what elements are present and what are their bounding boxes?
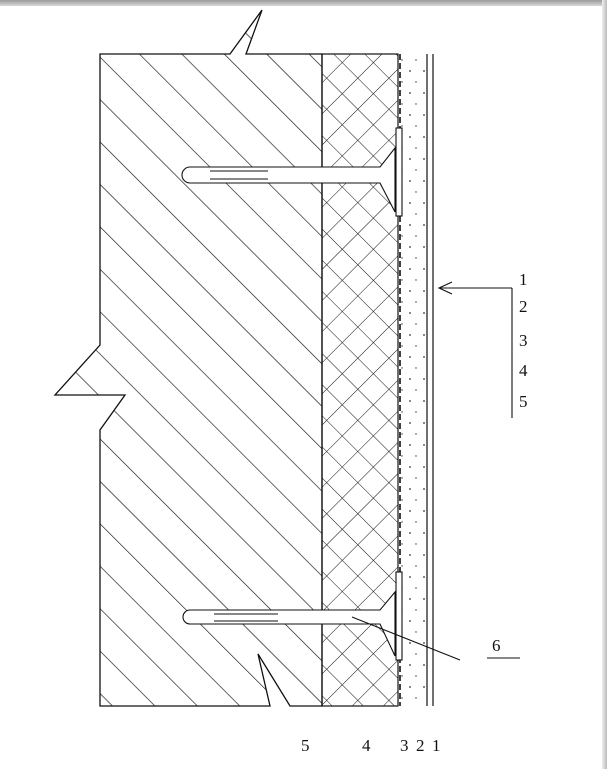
bottom-label-3: 3 (400, 736, 409, 755)
bottom-label-5: 5 (301, 736, 310, 755)
callout-label-5: 5 (519, 392, 528, 411)
anchor-label-6: 6 (492, 636, 501, 655)
anchor-top (181, 127, 403, 217)
window-top-bar (0, 0, 607, 6)
callout-label-2: 2 (519, 297, 528, 316)
callout-label-4: 4 (519, 361, 528, 380)
bottom-label-4: 4 (362, 736, 371, 755)
anchor-leader-line (351, 616, 520, 661)
window-right-edge (602, 0, 607, 769)
callout-arrow (437, 281, 513, 418)
bottom-label-2: 2 (416, 736, 425, 755)
callout-label-3: 3 (519, 331, 528, 350)
render-layer (401, 54, 428, 706)
bottom-label-1: 1 (432, 736, 441, 755)
callout-label-1: 1 (519, 270, 528, 289)
anchor-bottom (182, 571, 403, 661)
base-wall-layer (53, 9, 323, 707)
